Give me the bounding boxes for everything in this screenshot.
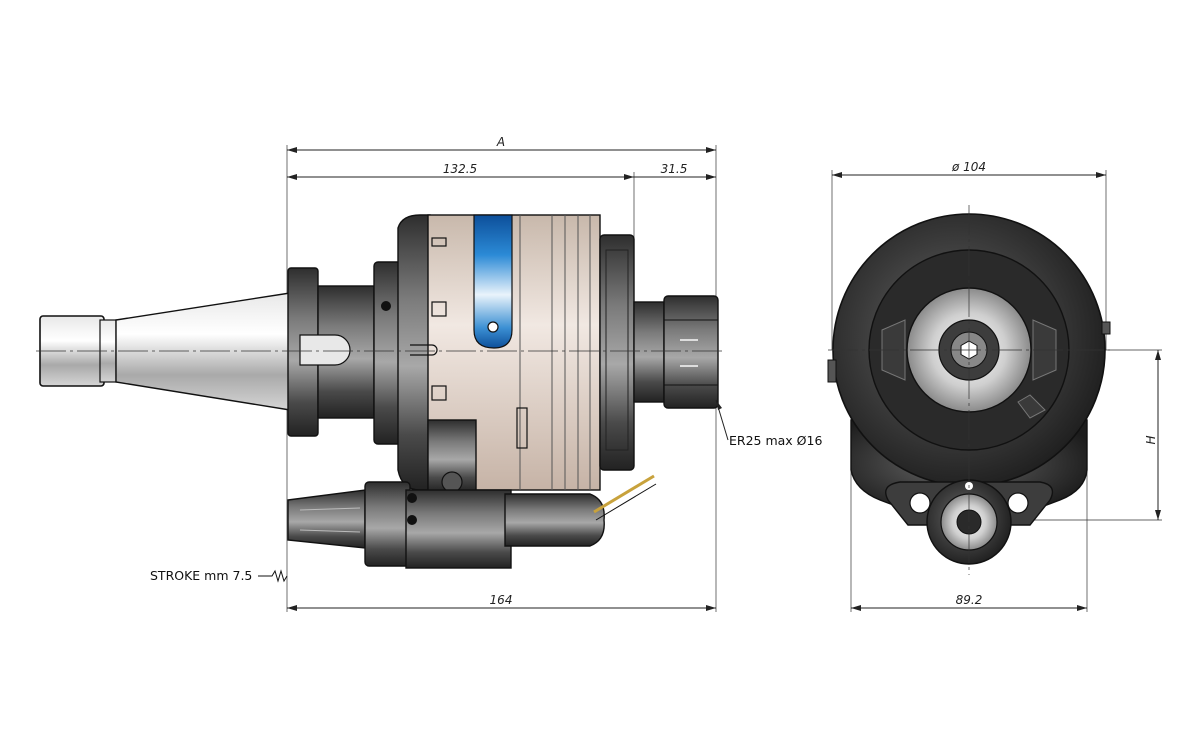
dim-body-length: 132.5: [443, 162, 477, 176]
stroke-note: STROKE mm 7.5: [150, 568, 252, 583]
dim-diameter: ø 104: [951, 160, 986, 174]
front-view: ø 104 89.2 H: [827, 160, 1162, 612]
dim-collet-length: 31.5: [661, 162, 688, 176]
side-view: A 132.5 31.5 164 ER25 max Ø16 STROKE mm …: [36, 135, 822, 612]
dim-total-length: 164: [490, 593, 513, 607]
dim-width: 89.2: [956, 593, 983, 607]
dim-height: H: [1144, 435, 1158, 444]
collet-note: ER25 max Ø16: [729, 433, 822, 448]
dim-a-label: A: [496, 135, 505, 149]
